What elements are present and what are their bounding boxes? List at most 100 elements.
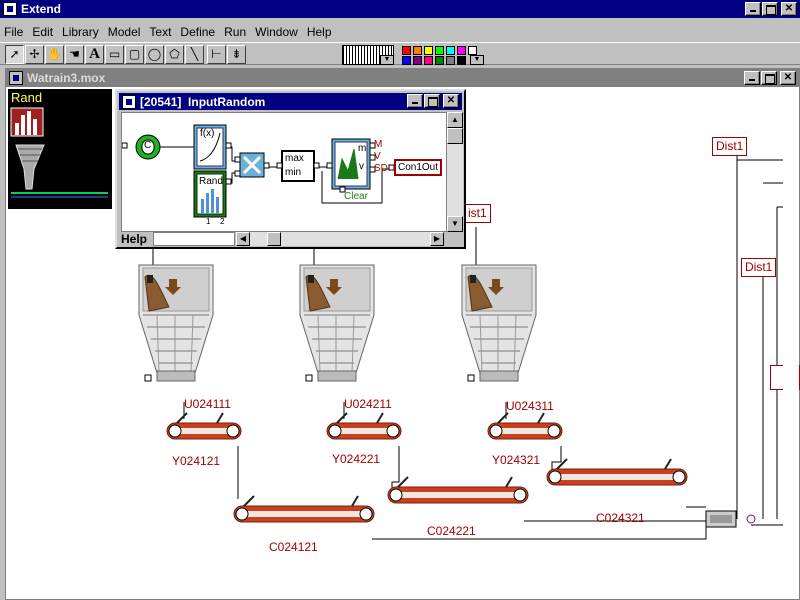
polygon-tool-icon[interactable]: ⬠ — [165, 45, 184, 64]
long-conveyor-3-label: C024321 — [596, 511, 645, 525]
rand-port-2-label: 2 — [220, 217, 225, 226]
dialog-maximize-button[interactable] — [424, 94, 440, 108]
dialog-horizontal-scrollbar[interactable] — [250, 232, 430, 246]
app-icon[interactable] — [3, 2, 17, 16]
dialog-hscroll-thumb[interactable] — [267, 232, 281, 246]
hand-tool-icon[interactable]: ☚ — [65, 45, 84, 64]
model-canvas[interactable] — [6, 87, 799, 599]
rand-port-1-label: 1 — [206, 217, 211, 226]
cursor-tool-icon[interactable]: ⇟ — [227, 45, 246, 64]
color-swatch-darkgreen-icon[interactable] — [435, 56, 444, 65]
rand-block-label: Rand — [199, 176, 223, 187]
close-button[interactable] — [781, 2, 797, 16]
color-swatch-blue-icon[interactable] — [402, 56, 411, 65]
max-block-label: max — [285, 153, 304, 164]
dialog-help-button[interactable]: Help — [121, 232, 148, 246]
dialog-scroll-up-icon[interactable]: ▲ — [447, 112, 463, 128]
hopper-1-label: U024111 — [184, 397, 231, 411]
rounded-rect-tool-icon[interactable]: ▢ — [125, 45, 144, 64]
input-random-dialog: [20541] InputRandom — [115, 89, 466, 249]
color-swatch-magenta-icon[interactable] — [457, 46, 466, 55]
constant-block-label: C — [144, 140, 152, 151]
hopper-2-icon[interactable] — [299, 264, 375, 382]
color-swatch-gray-icon[interactable] — [446, 56, 455, 65]
color-swatch-yellow-icon[interactable] — [424, 46, 433, 55]
dist-block-3[interactable]: ist1 — [464, 204, 491, 223]
hopper-1-icon[interactable] — [138, 264, 214, 382]
clear-port-label: Clear — [344, 191, 368, 202]
line-tool-icon[interactable]: ╲ — [185, 45, 204, 64]
fx-block-label: f(x) — [200, 128, 215, 139]
connect-tool-icon[interactable]: ✢ — [25, 45, 44, 64]
short-conveyor-1-icon[interactable] — [166, 412, 242, 440]
model-maximize-button[interactable] — [761, 71, 777, 85]
output-sd-label: SD — [374, 163, 388, 174]
short-conveyor-3-label: Y024321 — [492, 453, 541, 467]
color-swatch-purple-icon[interactable] — [413, 56, 422, 65]
menu-help[interactable]: Help — [306, 24, 332, 39]
dialog-block-canvas[interactable]: C f(x) Rand 1 2 max min m v Clear M V SD… — [121, 112, 447, 232]
rand-histogram-icon — [10, 107, 108, 198]
long-conveyor-2-label: C024221 — [427, 524, 476, 538]
dialog-icon[interactable] — [122, 94, 136, 109]
dialog-scroll-left-icon[interactable]: ◀ — [236, 232, 250, 246]
hopper-2-label: U024211 — [344, 397, 392, 411]
dialog-status-field[interactable] — [153, 232, 235, 246]
long-conveyor-1-label: C024121 — [269, 540, 318, 554]
menu-file[interactable]: File — [4, 24, 24, 39]
menu-window[interactable]: Window — [255, 24, 298, 39]
rectangle-tool-icon[interactable]: ▭ — [105, 45, 124, 64]
model-minimize-button[interactable] — [744, 71, 760, 85]
oval-tool-icon[interactable]: ◯ — [145, 45, 164, 64]
dialog-close-button[interactable] — [443, 94, 459, 108]
long-conveyor-3-icon[interactable] — [546, 458, 688, 486]
clone-tool-icon[interactable]: ✋ — [45, 45, 64, 64]
pointer-tool-icon[interactable]: ➚ — [5, 45, 24, 64]
dialog-minimize-button[interactable] — [407, 94, 423, 108]
dist-block-1[interactable]: Dist1 — [712, 137, 748, 156]
dist-block-2[interactable]: Dist1 — [741, 258, 777, 277]
dialog-scroll-down-icon[interactable]: ▼ — [447, 216, 463, 232]
hopper-3-label: U024311 — [506, 399, 554, 413]
dialog-scroll-right-icon[interactable]: ▶ — [430, 232, 444, 246]
rand-panel-label: Rand — [11, 90, 43, 105]
minimize-button[interactable] — [745, 2, 761, 16]
toolbar: ➚ ✢ ✋ ☚ A ▭ ▢ ◯ ⬠ ╲ ⊢ ⇟ ▼ ▼ — [0, 42, 800, 65]
model-close-button[interactable] — [780, 71, 796, 85]
long-conveyor-2-icon[interactable] — [387, 476, 529, 504]
long-conveyor-1-icon[interactable] — [233, 495, 375, 523]
rand-plot-panel[interactable]: Rand — [8, 89, 112, 209]
dialog-titlebar: [20541] InputRandom — [119, 93, 462, 110]
color-swatch-orange-icon[interactable] — [413, 46, 422, 55]
menu-run[interactable]: Run — [224, 24, 247, 39]
color-swatch-cyan-icon[interactable] — [446, 46, 455, 55]
pattern-dropdown-icon[interactable]: ▼ — [380, 55, 394, 65]
hopper-3-icon[interactable] — [461, 264, 537, 382]
menu-model[interactable]: Model — [107, 24, 141, 39]
menu-define[interactable]: Define — [180, 24, 216, 39]
hierarchy-tool-icon[interactable]: ⊢ — [207, 45, 226, 64]
color-swatch-pink-icon[interactable] — [424, 56, 433, 65]
merge-block-icon[interactable] — [705, 510, 756, 528]
color-swatch-green-icon[interactable] — [435, 46, 444, 55]
menu-text[interactable]: Text — [149, 24, 172, 39]
dialog-scroll-thumb[interactable] — [447, 128, 463, 144]
model-window-icon[interactable] — [9, 71, 23, 85]
color-swatch-white-icon[interactable] — [468, 46, 477, 55]
dialog-window-controls — [406, 94, 459, 108]
short-conveyor-2-icon[interactable] — [326, 412, 402, 440]
color-swatch-red-icon[interactable] — [402, 46, 411, 55]
maximize-button[interactable] — [762, 2, 778, 16]
color-dropdown-icon[interactable]: ▼ — [470, 55, 484, 65]
con-out-block[interactable]: Con1Out — [394, 159, 443, 176]
menu-library[interactable]: Library — [62, 24, 99, 39]
model-vertical-scrollbar[interactable] — [783, 87, 799, 599]
short-conveyor-3-icon[interactable] — [487, 412, 563, 440]
variance-port-label: v — [359, 161, 364, 172]
menu-edit[interactable]: Edit — [32, 24, 54, 39]
text-tool-icon[interactable]: A — [85, 45, 104, 64]
dialog-wires — [122, 124, 395, 218]
app-titlebar: Extend — [0, 0, 800, 20]
color-swatch-black-icon[interactable] — [457, 56, 466, 65]
app-window-controls — [744, 2, 797, 16]
